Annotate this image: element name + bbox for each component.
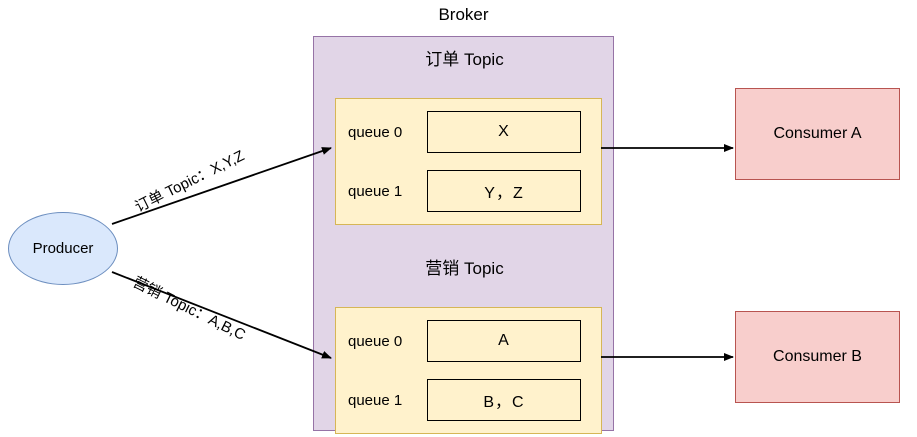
- topic-title-1: 营销 Topic: [425, 259, 504, 278]
- queue-value: A: [427, 320, 581, 362]
- queue-value: B，C: [427, 379, 581, 421]
- queue-row: queue 1 Y，Z: [336, 167, 603, 215]
- topic-box-1: queue 0 A queue 1 B，C: [335, 307, 602, 434]
- consumer-b-node: Consumer B: [735, 311, 900, 403]
- edge-label-order-topic: 订单 Topic：X,Y,Z: [132, 147, 248, 216]
- queue-label: queue 0: [348, 332, 403, 350]
- queue-value: Y，Z: [427, 170, 581, 212]
- broker-container: 订单 Topic queue 0 X queue 1 Y，Z 营销 Topic …: [313, 36, 615, 434]
- topic-title-0: 订单 Topic: [425, 50, 504, 69]
- broker-title: Broker: [438, 5, 489, 24]
- queue-label: queue 1: [348, 391, 403, 409]
- edge-label-marketing-topic: 营销 Topic：A,B,C: [130, 273, 249, 344]
- consumer-a-node: Consumer A: [735, 88, 900, 180]
- topic-box-0: queue 0 X queue 1 Y，Z: [335, 98, 602, 225]
- queue-label: queue 1: [348, 182, 403, 200]
- queue-row: queue 0 A: [336, 317, 603, 365]
- queue-row: queue 1 B，C: [336, 376, 603, 424]
- queue-label: queue 0: [348, 123, 403, 141]
- topic-group-0: 订单 Topic queue 0 X queue 1 Y，Z: [314, 49, 615, 229]
- producer-node: Producer: [8, 212, 118, 285]
- topic-group-1: 营销 Topic queue 0 A queue 1 B，C: [314, 258, 615, 437]
- queue-row: queue 0 X: [336, 108, 603, 156]
- queue-value: X: [427, 111, 581, 153]
